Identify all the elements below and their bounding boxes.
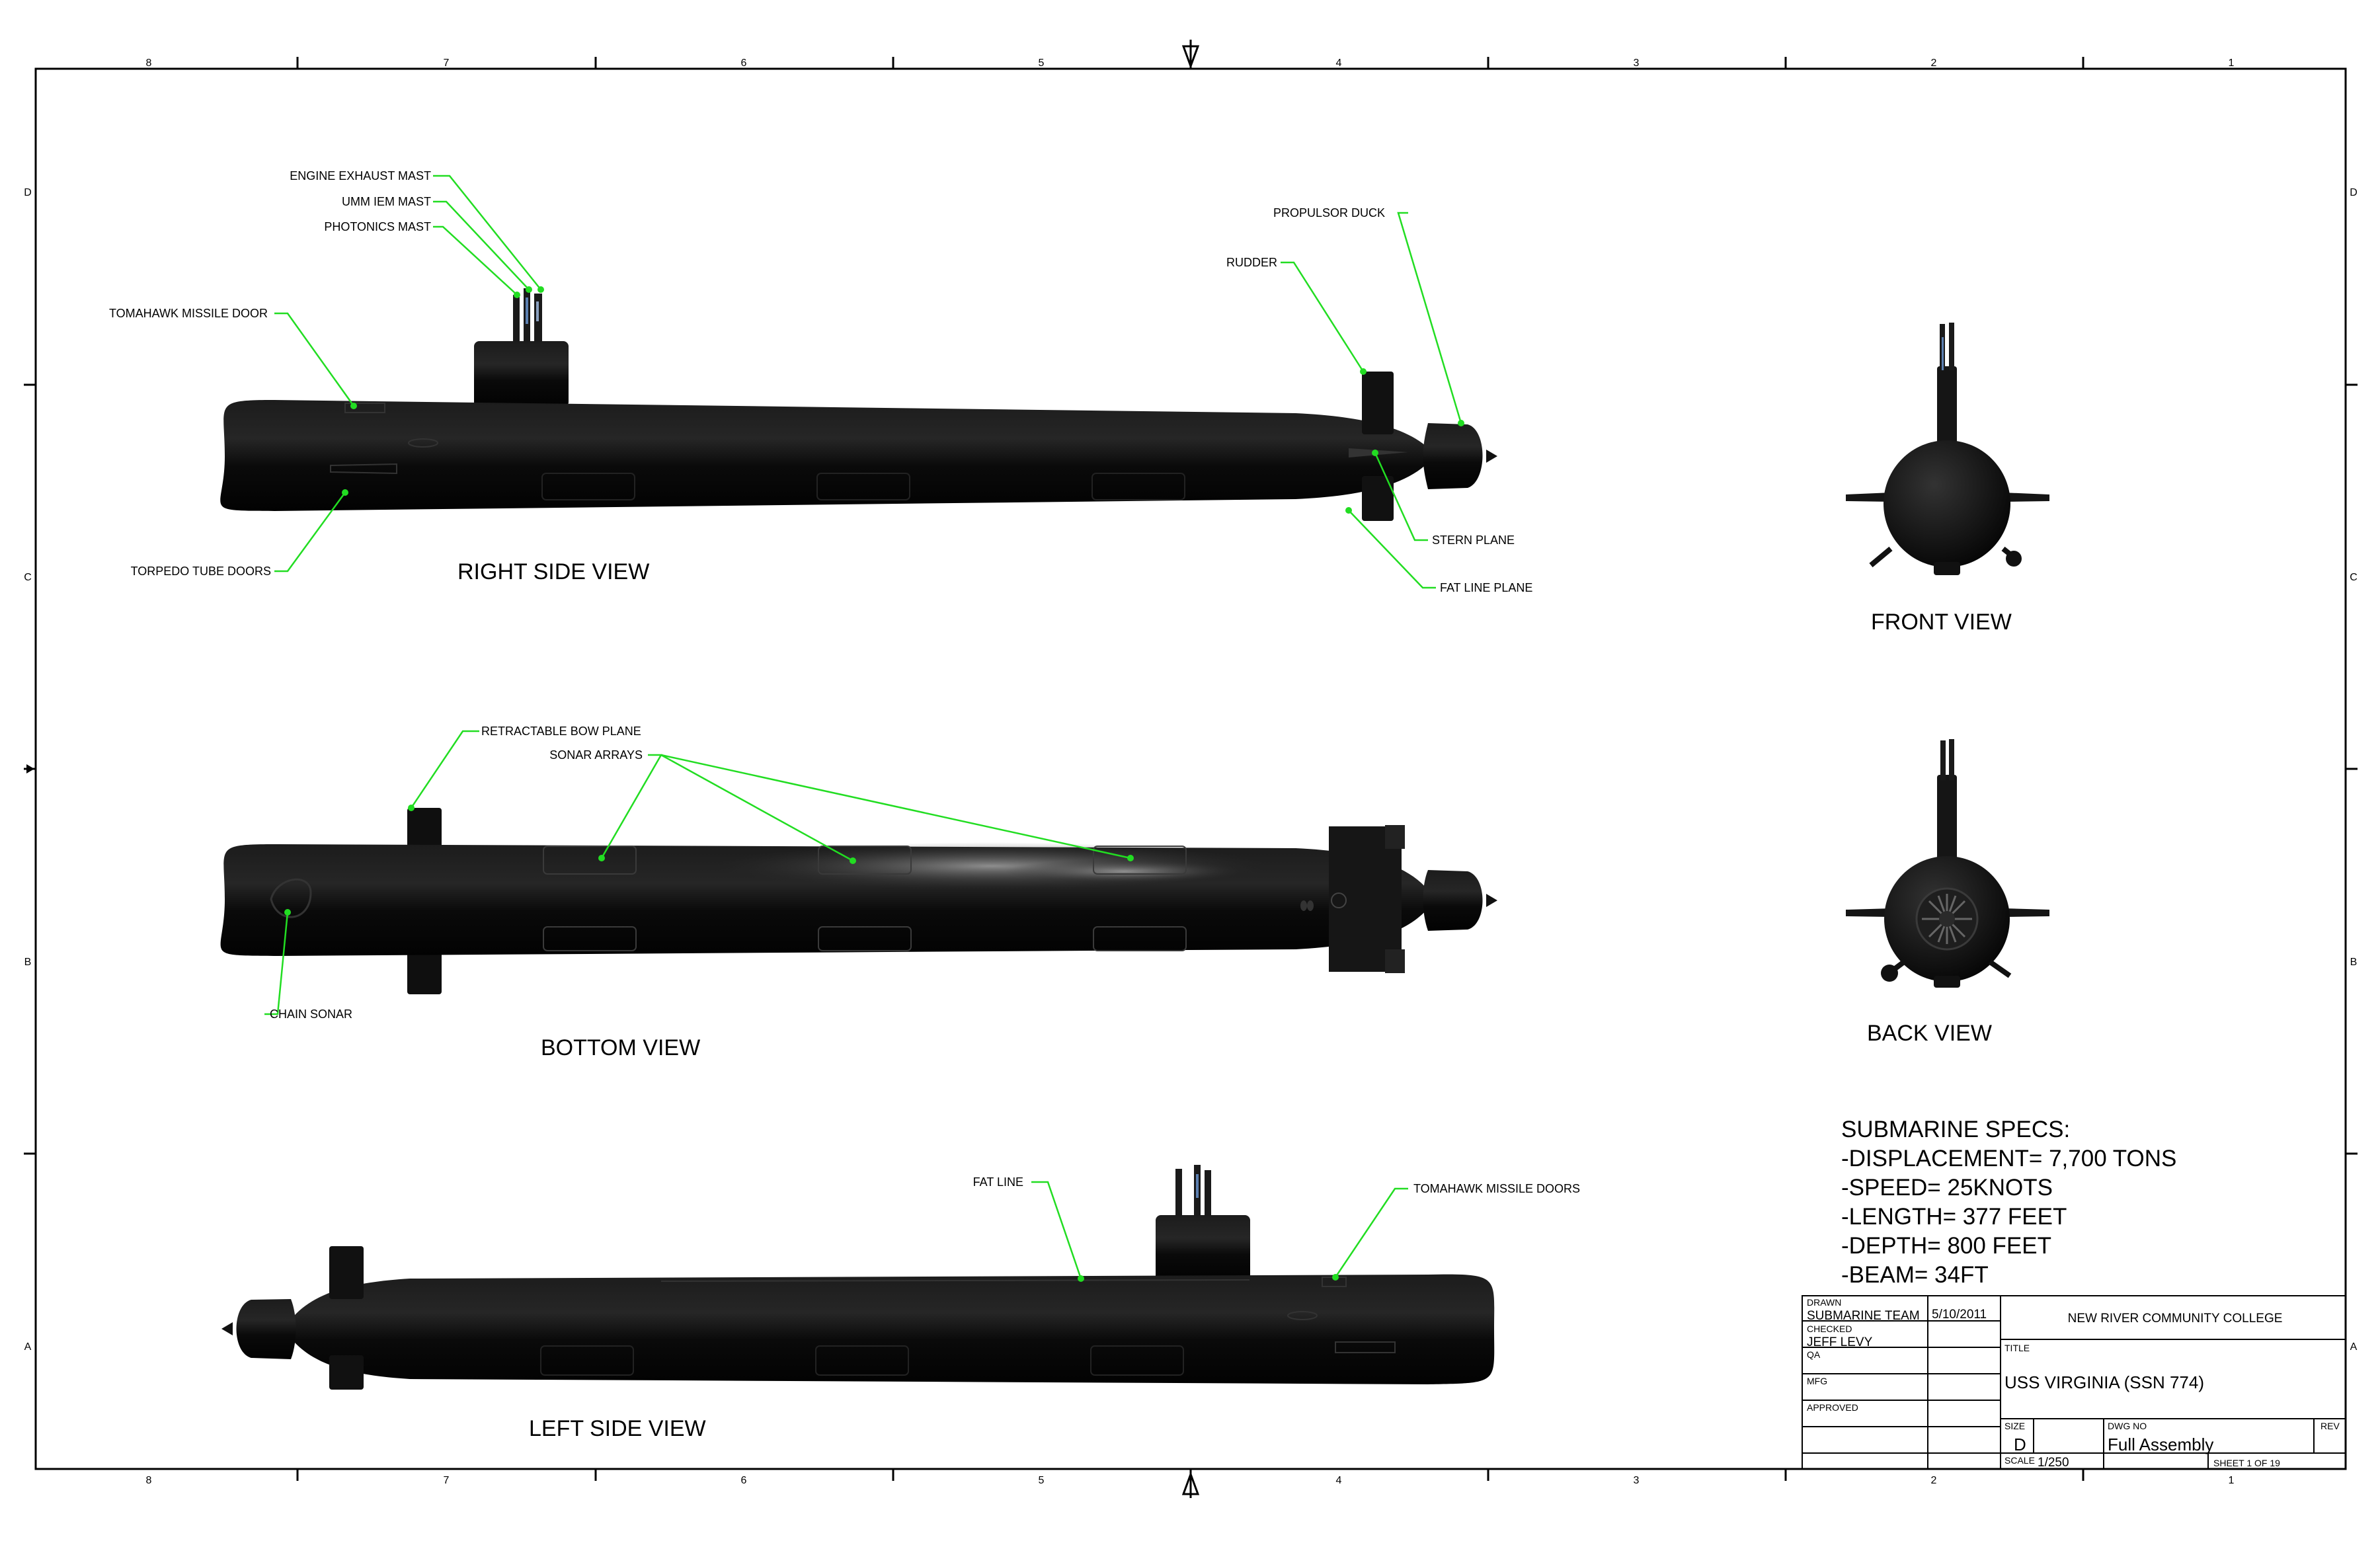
scale-label: SCALE	[2004, 1455, 2035, 1466]
sheet-number: SHEET 1 OF 19	[2213, 1458, 2280, 1468]
callout-stern-plane: STERN PLANE	[1432, 534, 1515, 547]
front-view-submarine	[1846, 323, 2049, 575]
back-view-submarine	[1846, 739, 2049, 988]
qa-label: QA	[1807, 1349, 1821, 1360]
callout-fat-line: FAT LINE	[973, 1175, 1023, 1189]
company-name: NEW RIVER COMMUNITY COLLEGE	[2068, 1312, 2283, 1325]
propulsor	[236, 1299, 296, 1359]
rudder	[1362, 372, 1394, 434]
zone-col-label: 3	[1634, 1475, 1640, 1486]
callout-arrowheads	[284, 286, 1464, 1282]
title-block: DRAWN CHECKED QA MFG APPROVED TITLE SIZE…	[1802, 1295, 2346, 1470]
lower-rudder	[329, 1355, 364, 1390]
upper-rudder	[329, 1246, 364, 1299]
callout-rudder: RUDDER	[1226, 256, 1277, 269]
sail	[1156, 1215, 1250, 1281]
zone-col-label: 8	[146, 1475, 152, 1486]
callout-chain-sonar: CHAIN SONAR	[270, 1008, 352, 1021]
hull	[284, 1274, 1495, 1384]
left-side-view-submarine	[221, 1165, 1495, 1390]
zone-row-label: D	[24, 187, 32, 198]
zone-row-label: C	[2350, 572, 2358, 583]
spec-line: -LENGTH= 377 FEET	[1841, 1204, 2067, 1230]
callout-tomahawk-missile-door: TOMAHAWK MISSILE DOOR	[109, 307, 268, 320]
zone-labels: 8 7 6 5 4 3 2 1 8 7 6 5 4 3 2 1 D C B A …	[24, 58, 2358, 1486]
view-title-front: FRONT VIEW	[1871, 610, 2012, 635]
zone-col-label: 5	[1039, 1475, 1045, 1486]
view-title-left-side: LEFT SIDE VIEW	[529, 1416, 706, 1441]
zone-col-label: 2	[1931, 1475, 1937, 1486]
drawn-by: SUBMARINE TEAM	[1807, 1309, 1920, 1323]
submarine-specs: SUBMARINE SPECS: -DISPLACEMENT= 7,700 TO…	[1841, 1117, 2176, 1288]
view-title-right-side: RIGHT SIDE VIEW	[457, 559, 649, 584]
sail	[474, 341, 569, 407]
callout-labels: ENGINE EXHAUST MAST UMM IEM MAST PHOTONI…	[109, 169, 1580, 1195]
view-title-back: BACK VIEW	[1867, 1021, 1992, 1046]
zone-col-label: 2	[1931, 58, 1937, 69]
callout-sonar-arrays: SONAR ARRAYS	[549, 748, 643, 762]
drawn-label: DRAWN	[1807, 1297, 1841, 1308]
size-label: SIZE	[2004, 1421, 2025, 1431]
dwg-no-label: DWG NO	[2108, 1421, 2147, 1431]
lower-rudder	[1362, 476, 1394, 521]
drawing-border	[24, 40, 2358, 1498]
zone-col-label: 7	[444, 1475, 450, 1486]
zone-col-label: 5	[1039, 58, 1045, 69]
scale-value: 1/250	[2038, 1456, 2069, 1470]
drawing-title: USS VIRGINIA (SSN 774)	[2004, 1372, 2204, 1392]
callout-tomahawk-missile-doors: TOMAHAWK MISSILE DOORS	[1413, 1182, 1580, 1195]
callout-fat-line-plane: FAT LINE PLANE	[1440, 581, 1532, 594]
title-label: TITLE	[2004, 1343, 2030, 1353]
zone-row-label: B	[2350, 957, 2358, 968]
callout-propulsor-duck: PROPULSOR DUCK	[1273, 206, 1385, 219]
callout-leaders	[264, 175, 1462, 1279]
propulsor	[1423, 870, 1483, 931]
view-title-bottom: BOTTOM VIEW	[541, 1035, 700, 1060]
zone-col-label: 8	[146, 58, 152, 69]
callout-engine-exhaust-mast: ENGINE EXHAUST MAST	[290, 169, 431, 182]
dwg-no-value: Full Assembly	[2108, 1435, 2213, 1454]
masts	[513, 288, 542, 342]
size-value: D	[2014, 1435, 2026, 1454]
zone-col-label: 1	[2229, 58, 2235, 69]
spec-line: -BEAM= 34FT	[1841, 1262, 1989, 1288]
bottom-view-submarine	[220, 808, 1497, 994]
chain-sonar	[270, 878, 312, 918]
approved-label: APPROVED	[1807, 1402, 1858, 1413]
zone-col-label: 6	[741, 58, 747, 69]
zone-row-label: A	[24, 1341, 32, 1353]
right-side-view-submarine	[220, 288, 1497, 521]
zone-col-label: 1	[2229, 1475, 2235, 1486]
zone-row-label: B	[24, 957, 32, 968]
drawn-date: 5/10/2011	[1932, 1308, 1987, 1322]
spec-line: -DISPLACEMENT= 7,700 TONS	[1841, 1146, 2176, 1171]
mfg-label: MFG	[1807, 1376, 1827, 1386]
propulsor	[1423, 423, 1483, 489]
zone-row-label: A	[2350, 1341, 2358, 1353]
spec-line: -DEPTH= 800 FEET	[1841, 1233, 2051, 1259]
checked-by: JEFF LEVY	[1807, 1335, 1873, 1349]
callout-photonics-mast: PHOTONICS MAST	[324, 220, 431, 233]
spec-line: -SPEED= 25KNOTS	[1841, 1175, 2053, 1201]
zone-col-label: 4	[1336, 58, 1342, 69]
masts	[1175, 1165, 1211, 1216]
view-titles: RIGHT SIDE VIEW BOTTOM VIEW LEFT SIDE VI…	[457, 559, 2012, 1441]
zone-col-label: 7	[444, 58, 450, 69]
tail-fins	[1329, 826, 1402, 972]
rev-label: REV	[2320, 1421, 2340, 1431]
callout-retractable-bow-plane: RETRACTABLE BOW PLANE	[481, 725, 641, 738]
zone-row-label: C	[24, 572, 32, 583]
zone-col-label: 3	[1634, 58, 1640, 69]
callout-torpedo-tube-doors: TORPEDO TUBE DOORS	[131, 565, 271, 578]
checked-label: CHECKED	[1807, 1324, 1852, 1334]
zone-col-label: 6	[741, 1475, 747, 1486]
callout-umm-iem-mast: UMM IEM MAST	[342, 195, 431, 208]
hull	[220, 400, 1435, 511]
specs-heading: SUBMARINE SPECS:	[1841, 1117, 2070, 1142]
zone-col-label: 4	[1336, 1475, 1342, 1486]
zone-row-label: D	[2350, 187, 2358, 198]
